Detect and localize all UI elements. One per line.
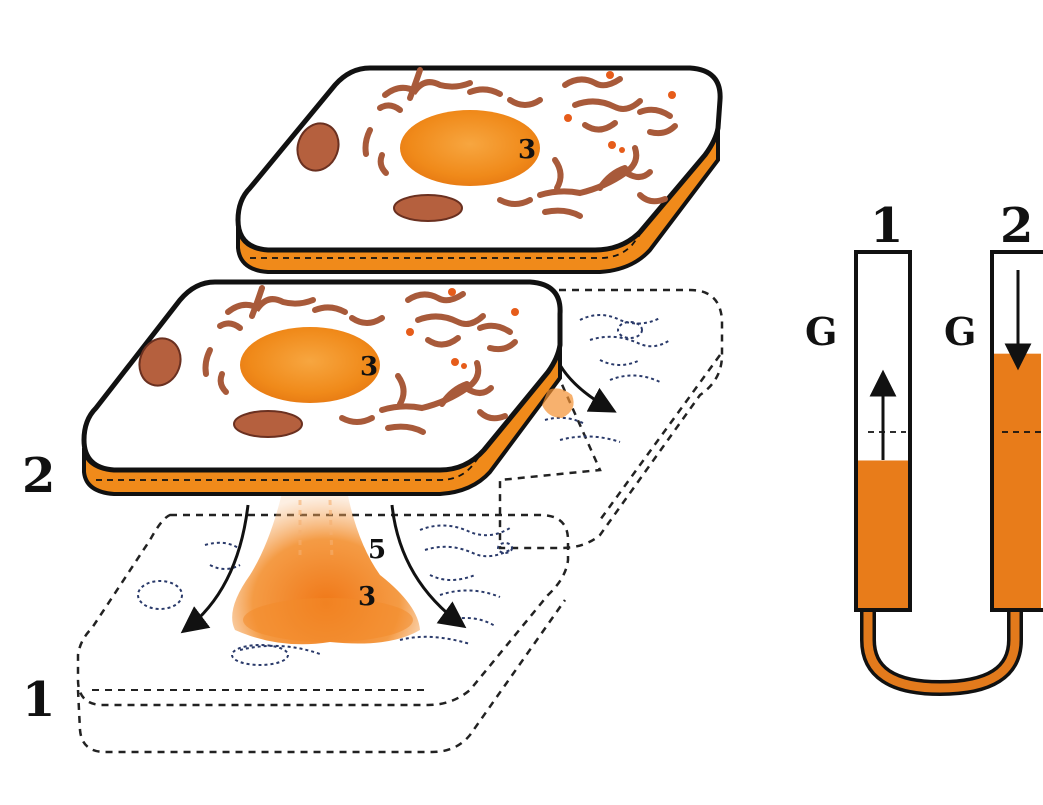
cell-mid: 3: [84, 282, 560, 494]
cell-mid-nucleus-label: 3: [360, 352, 378, 382]
cell-top: 3: [238, 68, 720, 272]
tube-left-liquid: [858, 460, 908, 610]
flow-nucleus-label: 3: [358, 582, 376, 612]
tube-right-g-label: G: [944, 309, 976, 354]
cell-mid-number: 2: [22, 448, 55, 504]
tube-left: [856, 252, 910, 610]
tube-right-liquid: [993, 354, 1041, 610]
tube-right-number: 2: [1000, 198, 1033, 254]
tube-left-g-label: G: [805, 309, 837, 354]
cell-top-nucleus-label: 3: [518, 135, 536, 165]
nucleus-mid: [240, 327, 380, 403]
tube-left-number: 1: [870, 198, 903, 254]
ghost-organelles-back: [545, 315, 670, 442]
tube-right: [992, 252, 1043, 610]
cell-bottom-number: 1: [22, 672, 55, 728]
u-tube: 1 2 G G: [805, 198, 1043, 688]
nucleus-flow-plume: [232, 480, 420, 644]
flow-stream-label: 5: [368, 535, 386, 565]
